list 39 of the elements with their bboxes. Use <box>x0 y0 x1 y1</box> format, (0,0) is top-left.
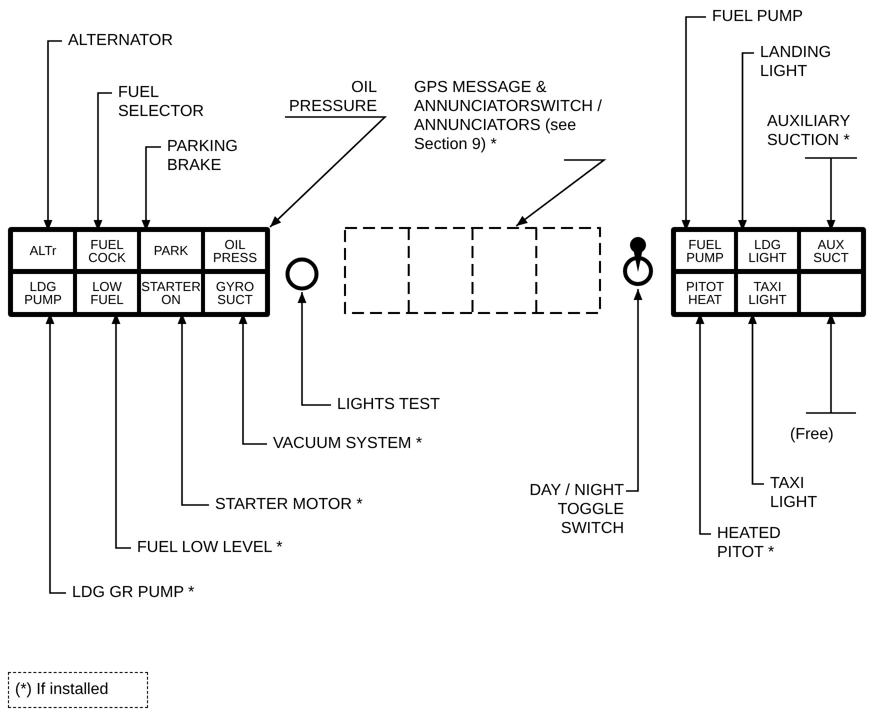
callout-label: LANDING LIGHT <box>760 43 850 81</box>
leader-line <box>298 292 331 406</box>
toggle-switch-icon <box>622 236 654 288</box>
test-button <box>285 257 319 291</box>
callout-label: FUEL SELECTOR <box>118 83 218 121</box>
annunciator-light: AUX SUCT <box>801 232 861 269</box>
callout-label: PARKING BRAKE <box>167 137 257 175</box>
annunciator-light: PITOT HEAT <box>676 274 734 312</box>
optional-annunciator-outline <box>344 227 601 314</box>
callout-label: DAY / NIGHT TOGGLE SWITCH <box>494 481 624 538</box>
annunciator-light: ALTr <box>13 232 73 269</box>
leader-line <box>269 116 387 228</box>
callout-label: AUXILIARY SUCTION * <box>767 112 867 150</box>
note-box: (*) If installed <box>8 672 148 708</box>
annunciator-light: OIL PRESS <box>205 232 265 269</box>
callout-label: HEATED PITOT * <box>717 524 807 562</box>
callout-label: GPS MESSAGE & ANNUNCIATORSWITCH / ANNUNCIATORS (see Section 9) * <box>414 78 614 154</box>
callout-label: LIGHTS TEST <box>337 395 487 414</box>
callout-label: FUEL PUMP <box>712 7 832 26</box>
callout-label: TAXI LIGHT <box>770 474 830 512</box>
callout-label: LDG GR PUMP * <box>72 583 272 602</box>
annunciator-light: PARK <box>141 232 201 269</box>
annunciator-light: GYRO SUCT <box>205 274 265 312</box>
leader-line <box>626 289 642 492</box>
blank-annunciator-light <box>801 274 861 312</box>
annunciator-light: STARTER ON <box>141 274 201 312</box>
annunciator-light: FUEL PUMP <box>676 232 734 269</box>
annunciator-light: LDG LIGHT <box>738 232 797 269</box>
callout-label: ALTERNATOR <box>68 31 208 50</box>
callout-label: VACUUM SYSTEM * <box>273 434 473 453</box>
callout-label: OIL PRESSURE <box>285 78 377 116</box>
callout-label: (Free) <box>790 425 850 444</box>
callout-label: STARTER MOTOR * <box>215 495 415 514</box>
callout-label: FUEL LOW LEVEL * <box>137 538 337 557</box>
annunciator-light: LDG PUMP <box>13 274 73 312</box>
annunciator-light: LOW FUEL <box>77 274 137 312</box>
annunciator-light: TAXI LIGHT <box>738 274 797 312</box>
leader-line <box>516 159 606 227</box>
annunciator-light: FUEL COCK <box>77 232 137 269</box>
